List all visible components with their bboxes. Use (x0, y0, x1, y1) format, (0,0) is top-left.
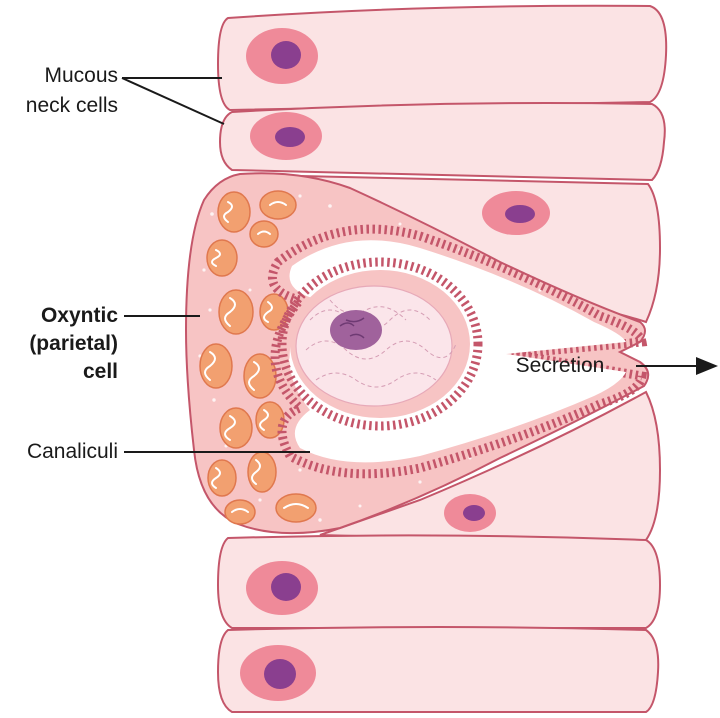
svg-text:neck cells: neck cells (26, 94, 118, 117)
chromatin (305, 299, 457, 388)
nucleolus (330, 310, 382, 350)
oxyntic-parietal-cell (184, 172, 650, 535)
secretion-label: Secretion (516, 354, 718, 377)
mucous-leader-line-2 (121, 77, 225, 125)
mucous-neck-cell-top (216, 4, 668, 112)
svg-text:(parietal): (parietal) (29, 332, 118, 355)
svg-text:Mucous: Mucous (44, 64, 118, 87)
chief-cell-lower-1 (216, 534, 662, 629)
nucleus-region-microvilli (277, 257, 483, 431)
svg-text:Oxyntic: Oxyntic (41, 304, 118, 327)
svg-text:Secretion: Secretion (516, 354, 605, 377)
mitochondria-cristae (204, 201, 309, 513)
secretion-arrow-icon (696, 357, 718, 375)
canaliculi-label: Canaliculi (27, 440, 310, 463)
chief-cell-lower-2 (216, 626, 660, 713)
oxyntic-cell-label: Oxyntic (parietal) cell (29, 304, 200, 383)
mucous-neck-cell-second (218, 102, 666, 182)
cell-nucleus (295, 285, 453, 407)
svg-text:Canaliculi: Canaliculi (27, 440, 118, 463)
svg-text:cell: cell (83, 360, 118, 383)
canaliculus-microvilli-border (267, 224, 648, 479)
mucous-neck-cells-label: Mucous neck cells (26, 64, 225, 125)
